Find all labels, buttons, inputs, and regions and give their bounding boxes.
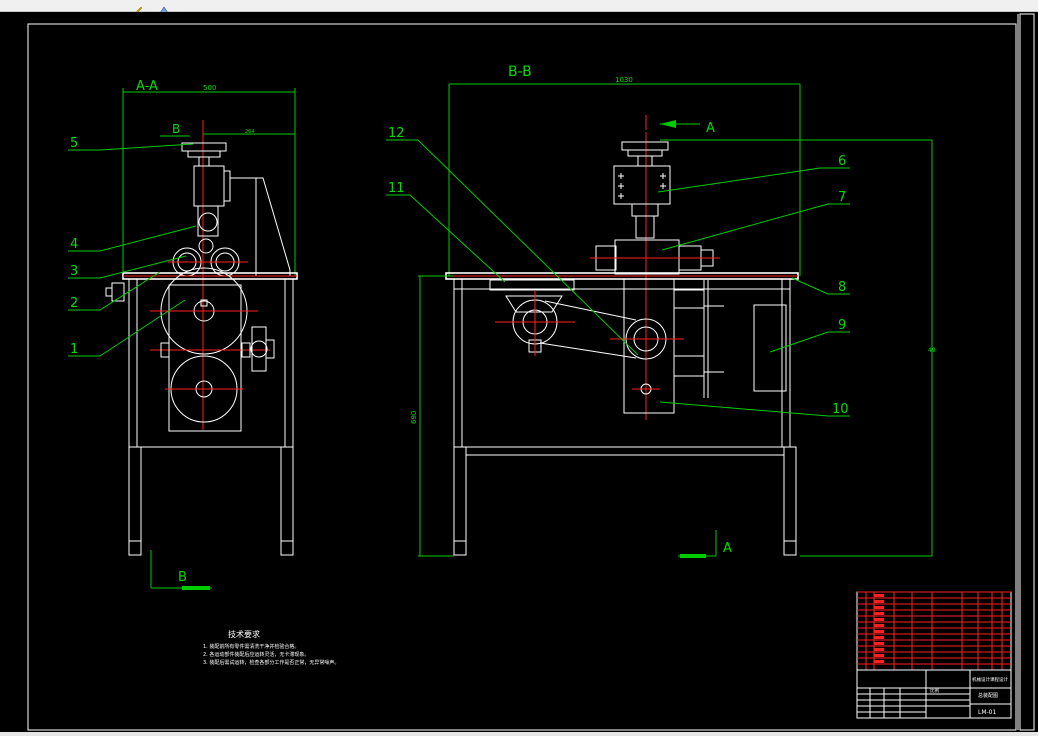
dim-height: 690 — [410, 411, 418, 424]
title-scale-label: 比例 — [930, 687, 939, 694]
parts-list-entry-mark — [874, 654, 884, 657]
part-label-6: 6 — [838, 154, 846, 169]
app-toolbar — [0, 0, 1038, 16]
technical-notes: 技术要求 1. 装配前所有零件需清洗干净并检验合格。 2. 各运动部件装配后应运… — [203, 629, 339, 666]
part-leaders-right: 12 11 6 7 8 9 10 — [386, 126, 850, 417]
assembly-drawing: A-A 500 264 B — [27, 13, 1035, 731]
parts-list-entry-mark — [874, 600, 884, 603]
title-drawing-name: 总装配图 — [978, 692, 998, 699]
cad-drawing-area[interactable]: A-A 500 264 B — [0, 12, 1038, 732]
parts-list-entry-mark — [874, 630, 884, 633]
parts-list-entry-mark — [874, 636, 884, 639]
parts-list-entry-mark — [874, 618, 884, 621]
section-view-aa: A-A 500 264 B — [105, 79, 298, 590]
part-label-9: 9 — [838, 318, 846, 333]
section-label-bb: B-B — [508, 64, 532, 80]
right-frame — [1019, 13, 1035, 731]
part-leaders-left: 5 4 3 2 1 — [68, 136, 197, 357]
shape-icon[interactable] — [158, 0, 169, 14]
title-drawing-number: LM-01 — [978, 709, 997, 716]
part-label-10: 10 — [832, 402, 849, 417]
cut-label-a-bottom: A — [723, 541, 732, 556]
parts-list-entry-mark — [874, 624, 884, 627]
parts-list-entry-mark — [874, 642, 884, 645]
parts-list-entry-mark — [874, 660, 884, 663]
part-label-4: 4 — [70, 237, 78, 252]
part-label-12: 12 — [388, 126, 405, 141]
section-view-bb: B-B 1030 A 49 — [410, 64, 936, 558]
note-2: 2. 各运动部件装配后应运转灵活，无卡滞现象。 — [203, 651, 309, 658]
dim-width-left: 500 — [203, 84, 216, 92]
cut-label-b-bottom: B — [178, 570, 187, 585]
cut-label-a-top: A — [706, 121, 715, 136]
part-label-2: 2 — [70, 296, 78, 311]
dim-inner-left: 264 — [245, 129, 255, 135]
dim-width-right: 1030 — [615, 76, 633, 84]
part-label-7: 7 — [838, 190, 846, 205]
note-1: 1. 装配前所有零件需清洗干净并检验合格。 — [203, 643, 299, 650]
part-label-5: 5 — [70, 136, 78, 151]
status-bar — [0, 732, 1038, 736]
note-3: 3. 装配后需试运转，检查各部分工作是否正常，无异常噪声。 — [203, 659, 339, 666]
part-label-11: 11 — [388, 181, 405, 196]
dim-right-vertical: 49 — [928, 347, 936, 354]
outer-border — [27, 23, 1017, 731]
parts-list-entry-mark — [874, 606, 884, 609]
parts-list-entry-mark — [874, 648, 884, 651]
pencil-icon[interactable] — [133, 0, 143, 16]
title-school: 机械设计课程设计 — [972, 676, 1008, 683]
notes-title: 技术要求 — [228, 629, 260, 639]
parts-list-entry-mark — [874, 612, 884, 615]
section-label-aa: A-A — [136, 79, 158, 94]
part-label-8: 8 — [838, 280, 846, 295]
parts-list-entry-mark — [874, 594, 884, 597]
part-label-3: 3 — [70, 264, 78, 279]
cut-label-b-top: B — [172, 122, 180, 136]
title-block: 机械设计课程设计 总装配图 LM-01 比例 — [856, 591, 1012, 719]
part-label-1: 1 — [70, 342, 78, 357]
